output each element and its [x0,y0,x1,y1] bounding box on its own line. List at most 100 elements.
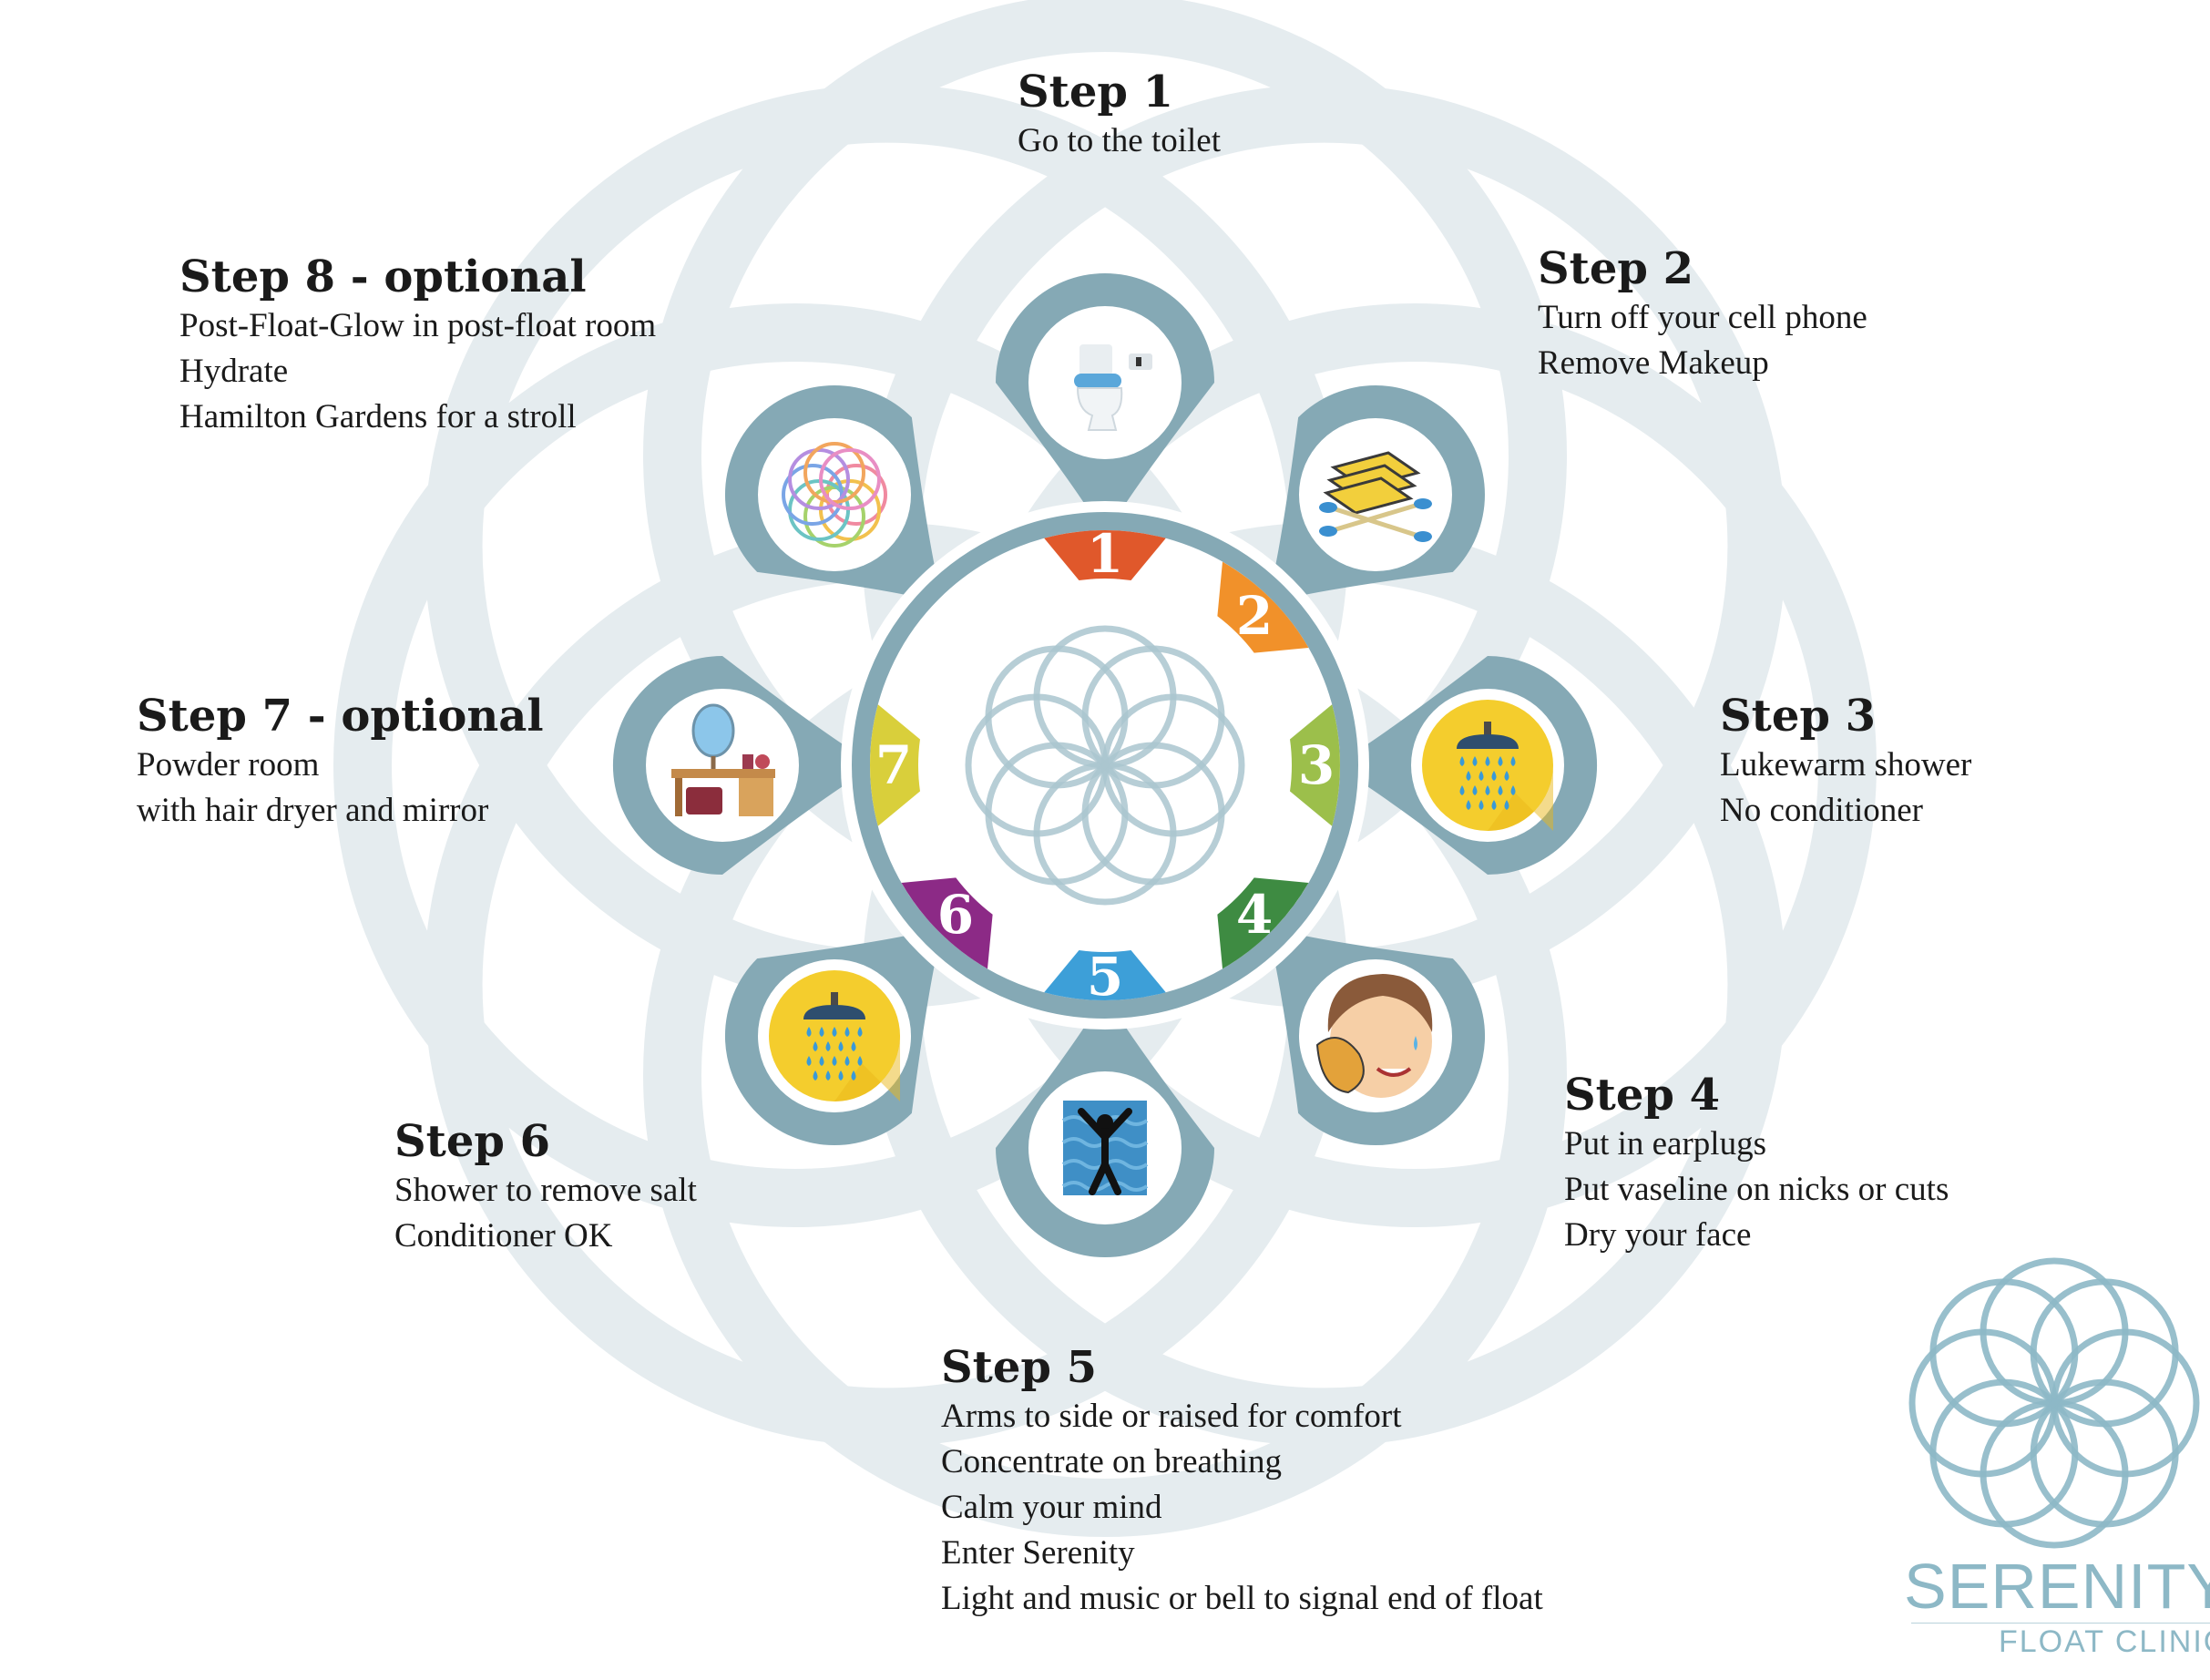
color-circle-8 [818,448,881,511]
water-drop [825,1070,831,1081]
step-4-text: Step 4 Put in earplugs Put vaseline on n… [1564,1069,1949,1258]
step-5-line-4: Enter Serenity [941,1534,1135,1572]
wedge-2 [1217,561,1309,653]
step-7-title: Step 7 - optional [137,691,544,742]
step-4-line-3: Dry your face [1564,1216,1752,1254]
step-6-title: Step 6 [394,1116,551,1167]
toilet-seat [1074,374,1121,388]
shower-head [803,1004,866,1019]
step-2-text: Step 2 Turn off your cell phone Remove M… [1538,242,1867,386]
bottle [742,754,753,769]
water-drop [1478,771,1484,781]
shower-shadow [1488,765,1553,831]
swab-tip-3 [1318,502,1337,514]
step-3-text: Step 3 Lukewarm shower No conditioner [1720,690,1971,834]
shower-pipe [1484,722,1491,736]
towel [1315,1037,1365,1094]
step-1-title: Step 1 [1018,67,1174,118]
wedge-1 [1044,530,1166,580]
wipe-3 [1323,476,1414,515]
water-drop [806,1026,812,1037]
person-head [1097,1114,1113,1131]
water-drop [844,1026,850,1037]
water-drop [832,1026,837,1037]
water-drop [1498,756,1503,766]
step-1-line-1: Go to the toilet [1018,122,1221,159]
wedge-7 [870,704,920,826]
water-drop [1466,800,1471,810]
step-6-line-2: Conditioner OK [394,1217,613,1255]
step-2-line-1: Turn off your cell phone [1538,299,1867,336]
stool [686,787,722,814]
water-drop [832,1055,837,1066]
water-drop [838,1070,844,1081]
table-top [671,769,775,778]
water-drop [813,1040,818,1051]
wedge-number-8: 8 [937,585,974,647]
water-drop [819,1055,824,1066]
step-8-line-3: Hamilton Gardens for a stroll [179,398,577,435]
toilet-icon [1074,344,1152,431]
step-5-line-5: Light and music or bell to signal end of… [941,1580,1543,1617]
wedge-number-7: 7 [875,734,912,796]
water-drop [838,1040,844,1051]
logo-name: SERENITY [1904,1551,2210,1622]
water-drop [1510,785,1516,795]
hair [1327,973,1433,1032]
step-6-line-1: Shower to remove salt [394,1172,697,1209]
water-drop [857,1055,863,1066]
swab-tip-4 [1413,531,1432,543]
wedge-number-1: 1 [1087,523,1123,585]
face-towel-icon [1315,973,1433,1098]
shower-head [1457,734,1519,749]
colorful-circles-icon [782,442,888,548]
water-drop [806,1055,812,1066]
hub-flower-circle-8 [985,645,1129,789]
step-3-line-1: Lukewarm shower [1720,746,1972,784]
water-drop [1510,756,1516,766]
wedge-5 [1044,950,1166,1000]
makeup-wipes-icon [1318,451,1432,543]
shower-pipe [831,991,839,1007]
step-7-line-2: with hair dryer and mirror [137,792,489,829]
icon-circle-step-8 [758,418,912,572]
step-3-title: Step 3 [1720,691,1877,742]
step-4-title: Step 4 [1564,1070,1721,1121]
water-drop [1491,800,1497,810]
water-drop [1459,756,1465,766]
water-drop [1466,771,1471,781]
smile [1376,1067,1412,1077]
table-leg [675,778,682,816]
wave-4 [1061,1181,1149,1192]
person-body [1078,1108,1132,1195]
water-drop [851,1070,856,1081]
step-2-line-2: Remove Makeup [1538,344,1769,382]
wedge-number-5: 5 [1087,946,1123,1008]
water-drop [819,1026,824,1037]
shower-icon [769,969,901,1101]
wedge-4 [1217,877,1309,969]
step-4-line-2: Put vaseline on nicks or cuts [1564,1171,1949,1208]
wedge-number-4: 4 [1236,884,1273,946]
swab-tip-1 [1318,526,1337,538]
step-5-line-3: Calm your mind [941,1489,1162,1526]
step-petals [612,273,1598,1257]
logo-subtitle: FLOAT CLINIC [1911,1623,2210,1660]
swab-1 [1329,501,1422,534]
logo-circle-8 [1929,1278,2079,1428]
step-4-line-1: Put in earplugs [1564,1125,1766,1163]
water-drop [1472,756,1478,766]
floating-person-icon [1061,1101,1149,1195]
wedge-number-2: 2 [1236,585,1273,647]
step-5-text: Step 5 Arms to side or raised for comfor… [941,1341,1543,1622]
swab-2 [1329,505,1422,539]
water-drop [857,1026,863,1037]
hub-ring [852,512,1358,1019]
step-2-title: Step 2 [1538,243,1694,294]
serenity-logo-text: SERENITY FLOAT CLINIC [1904,1553,2210,1660]
water-drop [1478,800,1484,810]
serenity-logo-mark [1908,1257,2200,1549]
water-drop [1485,785,1490,795]
